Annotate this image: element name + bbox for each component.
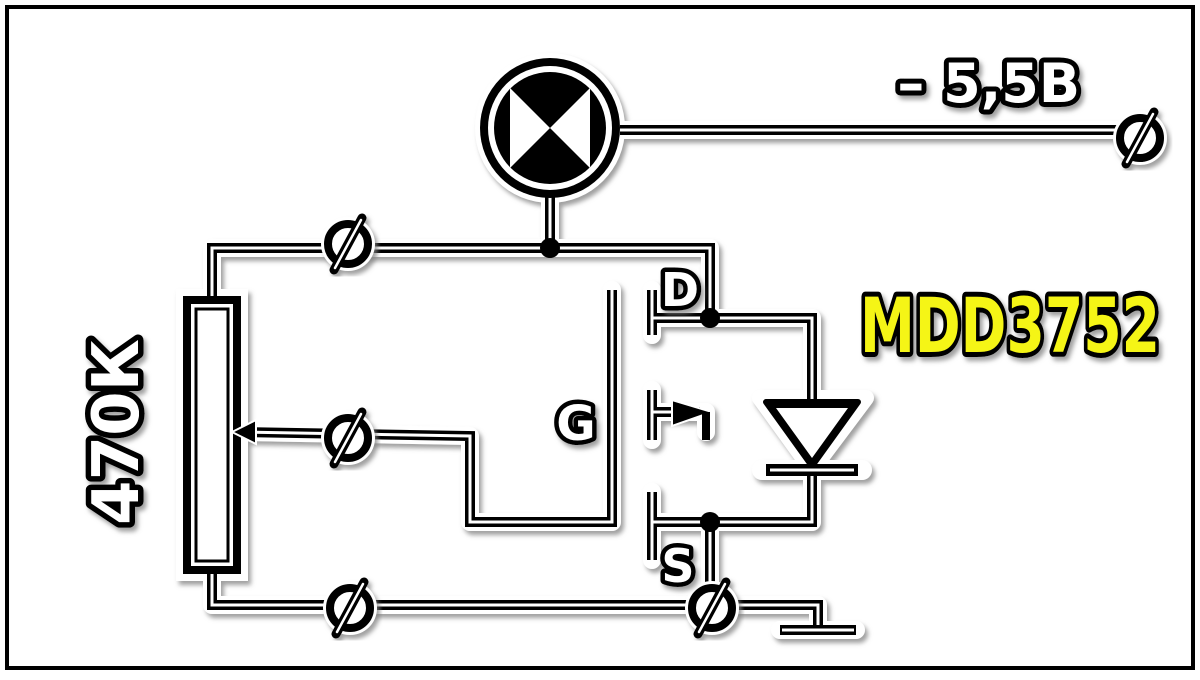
voltage-label: – 5,5В <box>897 52 1080 115</box>
junction-dot <box>540 238 560 258</box>
terminal-icon <box>321 213 375 275</box>
diode-icon <box>763 399 861 476</box>
drain-label: D <box>661 263 699 317</box>
source-label: S <box>661 539 694 593</box>
terminals <box>321 107 1167 639</box>
part-number-label: MDD3752 <box>860 281 1160 370</box>
junction-dot <box>700 308 720 328</box>
potentiometer <box>183 296 257 574</box>
wiper-arrow-icon <box>229 418 257 446</box>
terminal-icon <box>685 577 739 639</box>
lamp-icon <box>480 58 620 198</box>
labels: – 5,5В D G S 470К MDD3752 <box>75 47 1166 598</box>
mosfet-arrow-icon <box>671 398 716 428</box>
junction-dot <box>700 512 720 532</box>
resistor-value-label: 470К <box>80 339 154 525</box>
terminal-icon <box>1113 107 1167 169</box>
terminal-icon <box>321 407 375 469</box>
junction-dots <box>540 238 720 532</box>
terminal-icon <box>323 577 377 639</box>
gate-label: G <box>556 396 595 452</box>
